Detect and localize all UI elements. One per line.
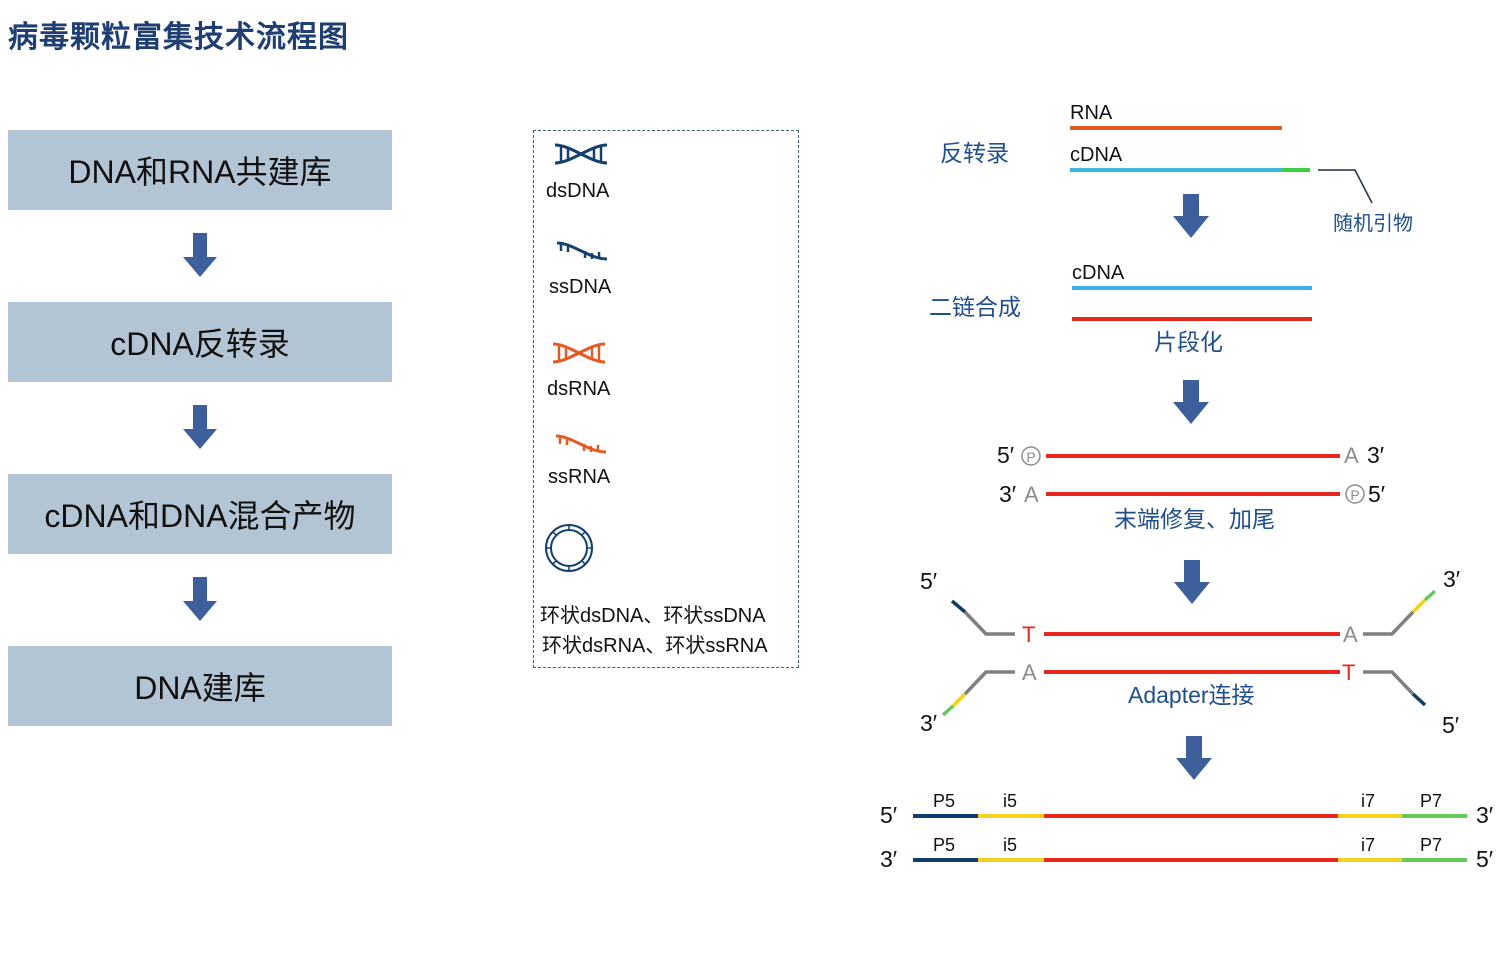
second-strand-label: 二链合成	[929, 294, 1021, 320]
adapter-bottom-left	[941, 670, 1015, 717]
down-arrow-icon	[1173, 380, 1209, 424]
a-tail-base: A	[1344, 443, 1359, 468]
i5-label: i5	[1003, 835, 1018, 855]
legend-ssdna-label: ssDNA	[549, 276, 612, 298]
p7-label: P7	[1420, 791, 1443, 811]
cdna-label: cDNA	[1070, 144, 1123, 166]
flow-step-4: DNA建库	[8, 646, 392, 726]
down-arrow-icon	[1174, 560, 1210, 604]
circular-genome-icon	[545, 524, 593, 572]
dsrna-icon	[552, 342, 606, 364]
end-label-3prime: 3′	[1476, 802, 1494, 828]
end-label-5prime: 5′	[1442, 712, 1460, 738]
down-arrow-icon	[183, 577, 217, 621]
end-label-5prime: 5′	[920, 568, 938, 594]
end-repair-label: 末端修复、加尾	[1114, 506, 1275, 532]
legend-circular-line1: 环状dsDNA、环状ssDNA	[540, 605, 766, 627]
end-label-5prime: 5′	[1476, 846, 1494, 872]
i5-label: i5	[1003, 791, 1018, 811]
legend-circular-line2: 环状dsRNA、环状ssRNA	[542, 635, 768, 657]
end-label-3prime: 3′	[1367, 442, 1385, 468]
down-arrow-icon	[183, 405, 217, 449]
adapter-top-right	[1363, 589, 1437, 636]
adapter-bottom-right	[1363, 670, 1427, 707]
end-label-3prime: 3′	[1443, 566, 1461, 592]
down-arrow-icon	[1173, 194, 1209, 238]
dsdna-icon	[554, 143, 608, 165]
legend-box	[533, 130, 799, 668]
page-title: 病毒颗粒富集技术流程图	[8, 21, 349, 54]
legend-ssrna-label: ssRNA	[548, 466, 611, 488]
p5-label: P5	[933, 791, 956, 811]
down-arrow-icon	[183, 233, 217, 277]
reverse-transcription-label: 反转录	[940, 140, 1009, 166]
i7-label: i7	[1361, 791, 1376, 811]
svg-text:P: P	[1026, 449, 1035, 465]
t-overhang-base: T	[1342, 660, 1356, 685]
adapter-ligation-label: Adapter连接	[1128, 682, 1255, 708]
end-label-3prime: 3′	[880, 846, 898, 872]
a-overhang-base: A	[1022, 660, 1037, 685]
fragmentation-label: 片段化	[1154, 329, 1223, 355]
a-overhang-base: A	[1343, 622, 1358, 647]
rna-label: RNA	[1070, 102, 1113, 124]
t-overhang-base: T	[1022, 622, 1036, 647]
cdna-second-label: cDNA	[1072, 262, 1125, 284]
phosphate-icon: P	[1021, 446, 1041, 466]
p5-label: P5	[933, 835, 956, 855]
random-primer-label: 随机引物	[1333, 213, 1413, 235]
flow-step-1: DNA和RNA共建库	[8, 130, 392, 210]
flow-step-3: cDNA和DNA混合产物	[8, 474, 392, 554]
legend-dsrna-label: dsRNA	[547, 378, 611, 400]
ssdna-icon	[556, 241, 608, 261]
legend-dsdna-label: dsDNA	[546, 180, 610, 202]
end-label-5prime: 5′	[1368, 481, 1386, 507]
svg-text:P: P	[1350, 487, 1359, 503]
phosphate-icon: P	[1345, 484, 1365, 504]
ssrna-icon	[555, 434, 607, 454]
flow-step-2: cDNA反转录	[8, 302, 392, 382]
down-arrow-icon	[1176, 736, 1212, 780]
primer-callout-line	[1318, 169, 1373, 204]
adapter-top-left	[950, 599, 1015, 636]
a-tail-base: A	[1024, 482, 1039, 507]
end-label-5prime: 5′	[880, 802, 898, 828]
i7-label: i7	[1361, 835, 1376, 855]
end-label-3prime: 3′	[920, 710, 938, 736]
p7-label: P7	[1420, 835, 1443, 855]
end-label-5prime: 5′	[997, 442, 1015, 468]
end-label-3prime: 3′	[999, 481, 1017, 507]
